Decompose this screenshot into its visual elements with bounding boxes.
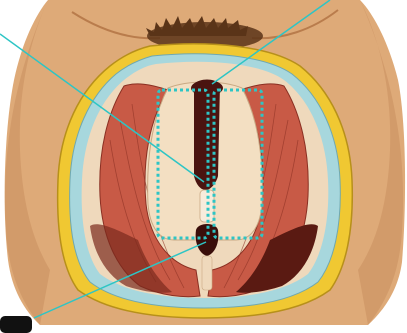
perineal-body [200,190,214,222]
callout-tab [0,316,32,333]
coccyx-region [202,256,212,290]
urethral-opening [191,80,223,96]
